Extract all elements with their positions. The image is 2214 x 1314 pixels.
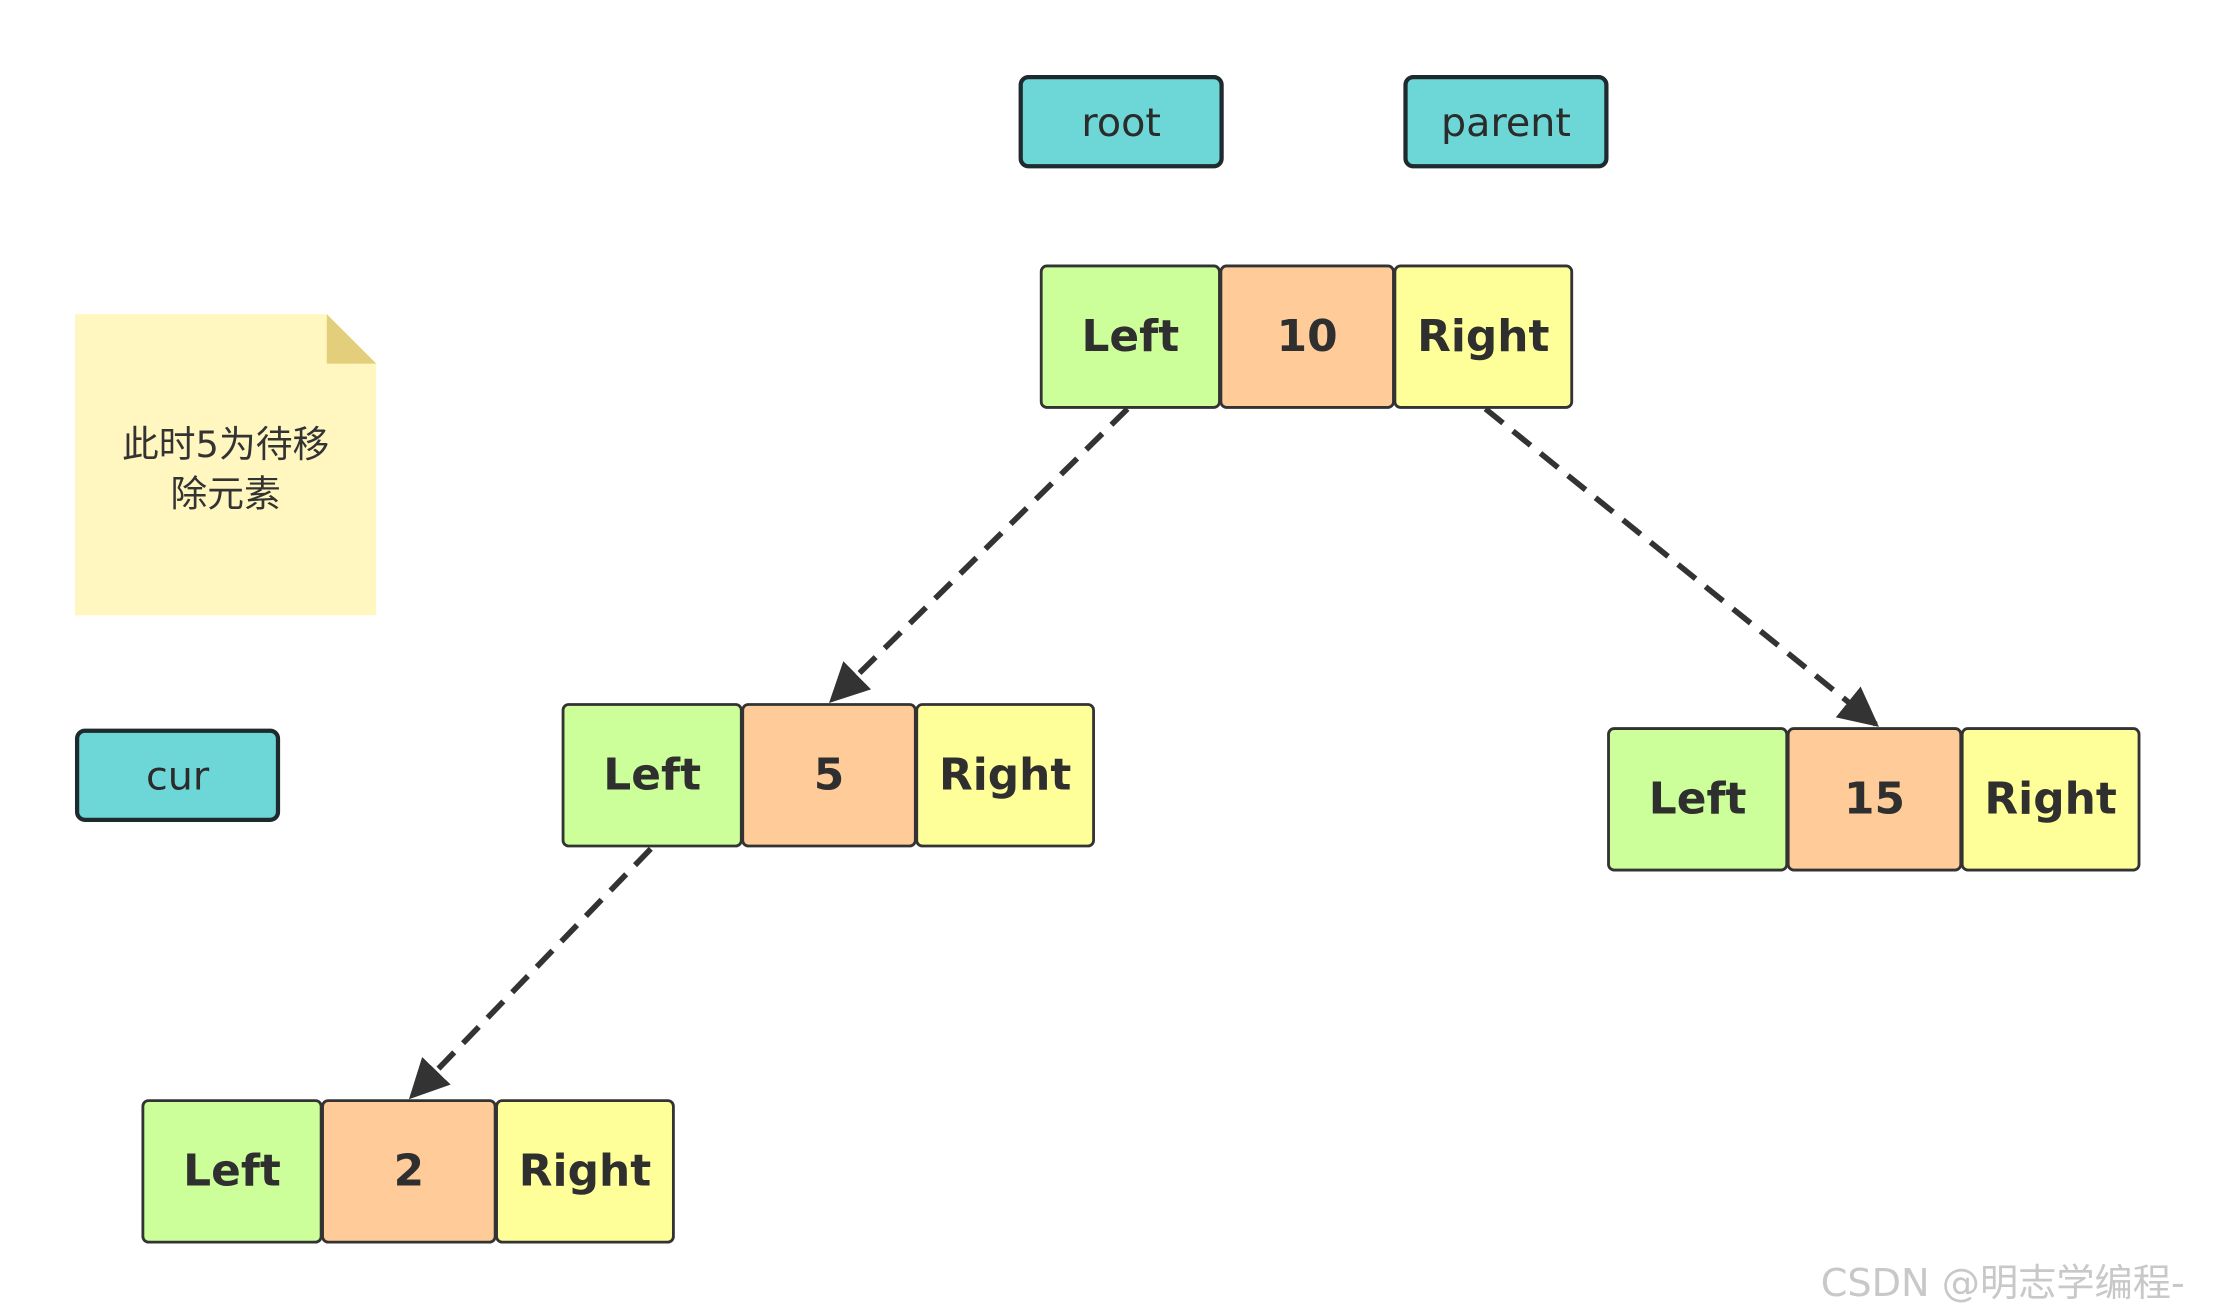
node-2-left-cell: Left (141, 1099, 323, 1244)
parent-pointer-box: parent (1403, 74, 1609, 169)
note-line-2: 除元素 (170, 473, 281, 517)
node-5-left-cell: Left (561, 703, 743, 848)
root-pointer-label: root (1081, 98, 1161, 146)
node-2-right-cell: Right (495, 1099, 675, 1244)
node-2-value-cell: 2 (321, 1099, 497, 1244)
node-10-left-cell: Left (1039, 264, 1221, 409)
root-pointer-box: root (1018, 74, 1224, 169)
node-5-value-cell: 5 (741, 703, 917, 848)
tree-node-15: Left 15 Right (1607, 727, 2141, 872)
node-15-value-cell: 15 (1786, 727, 1963, 872)
sticky-note-shape (74, 314, 377, 616)
node-10-right-cell: Right (1393, 264, 1574, 409)
sticky-note: 此时5为待移 除元素 (74, 314, 377, 616)
node-10-value-cell: 10 (1219, 264, 1395, 409)
node-15-left-cell: Left (1607, 727, 1789, 872)
tree-node-2: Left 2 Right (141, 1099, 675, 1244)
node-15-right-cell: Right (1960, 727, 2141, 872)
node-5-right-cell: Right (915, 703, 1095, 848)
edge-5-left-to-2 (408, 846, 653, 1100)
cur-pointer-box: cur (74, 728, 281, 822)
tree-node-5: Left 5 Right (561, 703, 1095, 848)
csdn-watermark: CSDN @明志学编程- (1820, 1261, 2185, 1306)
cur-pointer-label: cur (145, 751, 210, 799)
note-line-1: 此时5为待移 (121, 424, 330, 467)
parent-pointer-label: parent (1441, 98, 1571, 146)
edge-10-left-to-5 (829, 406, 1130, 704)
sticky-note-text: 此时5为待移 除元素 (103, 422, 348, 521)
edge-10-right-to-15 (1483, 406, 1879, 727)
tree-node-10: Left 10 Right (1039, 264, 1574, 409)
